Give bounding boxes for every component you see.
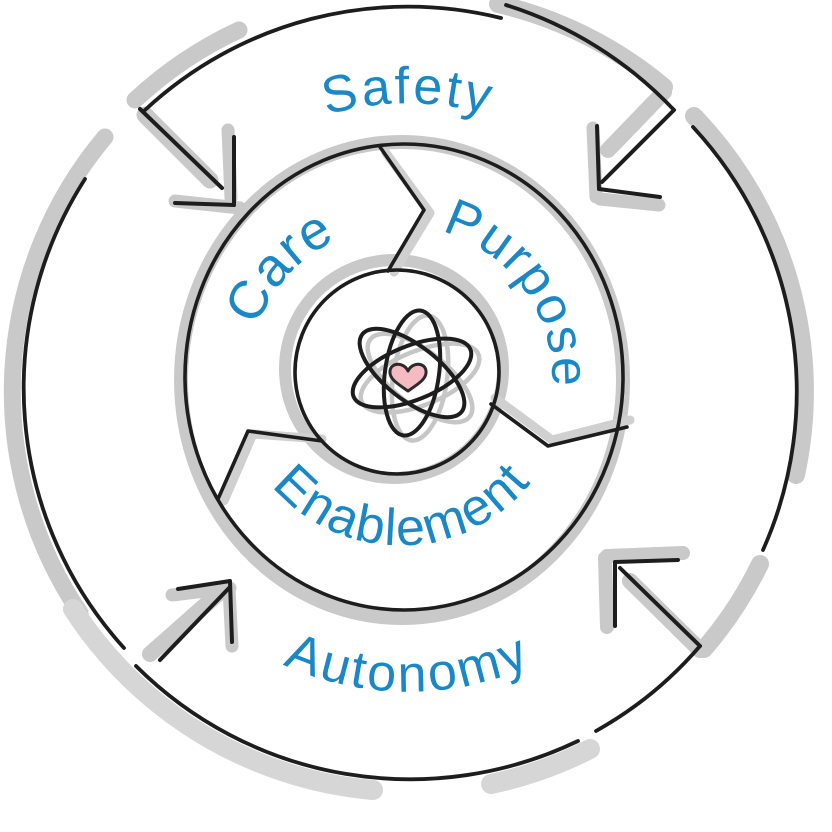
ring-outer-circle xyxy=(183,142,625,612)
label-enablement-text: Enablement xyxy=(263,451,539,558)
label-autonomy: Autonomy xyxy=(278,622,537,704)
atom-orbit-3 xyxy=(357,326,467,420)
shadow-arc-left xyxy=(3,128,114,622)
heart-icon xyxy=(388,362,428,393)
divider-enablement-care xyxy=(216,429,324,501)
arc-top xyxy=(143,4,503,112)
inner-ring xyxy=(183,142,629,612)
shadow-ne-arrow-head xyxy=(586,121,666,212)
sw-arrow-shaft xyxy=(158,585,232,662)
shadow-arc-bottom-left xyxy=(63,599,383,800)
divider-care-purpose xyxy=(378,145,426,273)
outer-cycle xyxy=(21,3,799,782)
sw-arrow-head-icon xyxy=(176,579,234,644)
atom-orbit-1 xyxy=(381,308,443,438)
label-enablement: Enablement xyxy=(263,451,541,558)
label-autonomy-text: Autonomy xyxy=(278,622,534,704)
label-safety: Safety xyxy=(316,57,500,126)
hub-circle xyxy=(293,268,501,476)
atom-orbits xyxy=(350,308,474,438)
shadow-arc-northwest xyxy=(126,21,248,109)
divider-purpose-enablement xyxy=(489,402,629,448)
se-arrow-head-icon xyxy=(613,558,680,628)
shadow-divider-southeast xyxy=(490,393,635,445)
shadow-se-arrow-head xyxy=(598,546,690,634)
arc-bottom-southeast xyxy=(594,644,702,733)
shadow-arc-bottom-right xyxy=(481,739,600,794)
nw-arrow-head-icon xyxy=(173,135,236,207)
arc-right xyxy=(691,125,799,552)
se-arrow-shaft xyxy=(618,566,702,648)
nw-arrow-shaft xyxy=(138,107,224,190)
atom-heart-icon xyxy=(350,308,482,443)
shadow-divider-top xyxy=(381,148,435,277)
ne-arrow-shaft xyxy=(600,108,676,184)
shadow-arc-right xyxy=(685,107,814,484)
shadow-ne-arrow-shaft xyxy=(600,84,672,158)
label-safety-text: Safety xyxy=(316,57,497,126)
ne-arrow-head-icon xyxy=(595,124,662,199)
shadow-arc-southeast xyxy=(695,555,769,658)
shadow-arc-northeast xyxy=(489,0,673,96)
arc-left xyxy=(21,177,126,650)
shadow-se-arrow-shaft xyxy=(622,573,708,658)
arc-bottom xyxy=(134,664,580,782)
shadow-sw-arrow-shaft xyxy=(142,585,227,662)
arc-northeast xyxy=(504,3,676,112)
atom-orbit-2 xyxy=(350,336,474,410)
